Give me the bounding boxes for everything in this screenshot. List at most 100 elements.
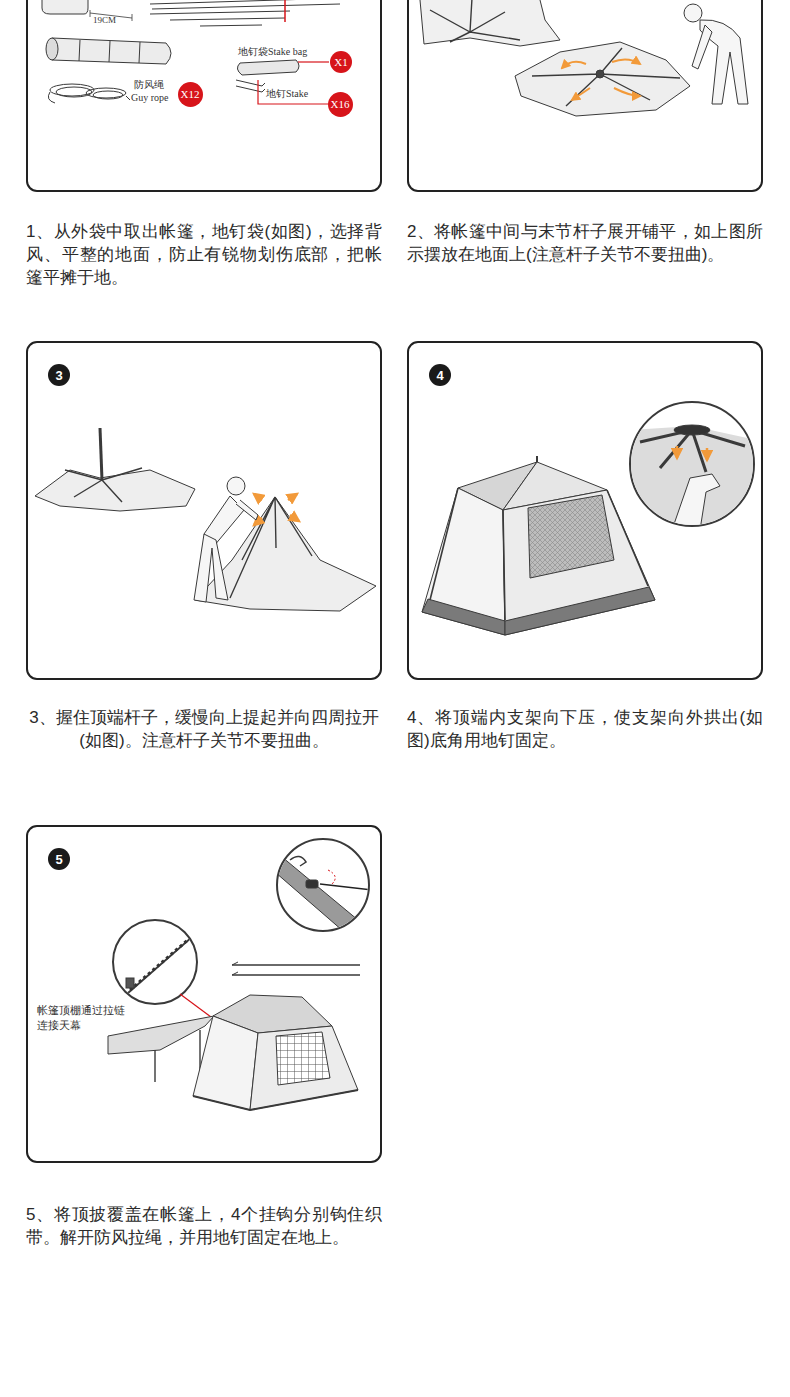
fly-tent-illustration bbox=[155, 1030, 200, 1090]
flat-tent-illustration bbox=[612, 59, 640, 64]
raising-tent-illustration bbox=[227, 477, 245, 495]
step-panel: 5、将顶披覆盖在帐篷上，4个挂钩分别钩住织带。解开防风拉绳，并用地钉固定在地上。… bbox=[26, 825, 382, 1249]
step-number-text: 5 bbox=[55, 853, 62, 866]
fly-tent-illustration bbox=[290, 856, 306, 866]
step-number-text: 3 bbox=[55, 369, 62, 382]
callout-note: 帐篷顶棚通过拉链 连接天幕 bbox=[37, 1003, 129, 1033]
step-caption: 1、从外袋中取出帐篷，地钉袋(如图)，选择背风、平整的地面，防止有锐物划伤底部，… bbox=[26, 220, 382, 289]
flat-tent-illustration bbox=[692, 25, 712, 69]
fly-tent-illustration bbox=[193, 1090, 358, 1110]
quantity-badge: X12 bbox=[178, 82, 203, 107]
fly-tent-illustration bbox=[108, 1016, 214, 1054]
raising-tent-illustration bbox=[195, 497, 376, 611]
quantity-badge: X1 bbox=[330, 51, 352, 73]
standing-tent-illustration bbox=[630, 425, 756, 530]
panel-frame bbox=[407, 0, 763, 192]
flat-tent-illustration bbox=[684, 4, 702, 22]
raising-tent-illustration bbox=[194, 534, 228, 602]
part-label: 19CM bbox=[93, 15, 116, 26]
parts-illustration bbox=[42, 0, 88, 14]
flat-tent-illustration bbox=[572, 88, 590, 100]
parts-illustration bbox=[42, 0, 345, 104]
fly-tent-illustration bbox=[232, 962, 238, 975]
part-label: 地钉袋Stake bag bbox=[238, 46, 307, 58]
step-panel: 3、握住顶端杆子，缓慢向上提起并向四周拉开(如图)。注意杆子关节不要扭曲。 3 bbox=[26, 341, 382, 752]
part-label: 防风绳 bbox=[134, 79, 164, 91]
standing-tent-illustration bbox=[422, 599, 505, 635]
flat-tent-illustration bbox=[562, 62, 586, 68]
parts-illustration bbox=[86, 88, 126, 98]
part-label: 地钉Stake bbox=[266, 88, 308, 100]
standing-tent-illustration bbox=[674, 425, 710, 435]
step-panel: 2、将帐篷中间与末节杆子展开铺平，如上图所示摆放在地面上(注意杆子关节不要扭曲)… bbox=[407, 0, 763, 266]
flat-tent-illustration bbox=[430, 0, 520, 42]
standing-tent-illustration bbox=[528, 495, 614, 578]
raising-tent-illustration bbox=[100, 428, 102, 480]
panel-frame bbox=[407, 341, 763, 680]
part-label: Guy rope bbox=[131, 92, 169, 104]
quantity-text: X12 bbox=[181, 89, 200, 100]
standing-tent-illustration bbox=[430, 488, 648, 620]
parts-illustration bbox=[93, 91, 123, 99]
parts-illustration bbox=[48, 92, 130, 103]
parts-illustration bbox=[298, 61, 329, 62]
step-caption: 5、将顶披覆盖在帐篷上，4个挂钩分别钩住织带。解开防风拉绳，并用地钉固定在地上。 bbox=[26, 1203, 382, 1249]
parts-illustration bbox=[284, 0, 286, 22]
fly-tent-illustration bbox=[328, 870, 335, 884]
flat-tent-illustration bbox=[614, 88, 640, 96]
flat-tent-illustration bbox=[420, 0, 560, 46]
standing-tent-illustration bbox=[536, 456, 538, 462]
raising-tent-illustration bbox=[236, 500, 258, 520]
quantity-text: X1 bbox=[334, 57, 347, 68]
fly-tent-illustration bbox=[126, 978, 134, 988]
step-panel: 1、从外袋中取出帐篷，地钉袋(如图)，选择背风、平整的地面，防止有锐物划伤底部，… bbox=[26, 0, 382, 289]
fly-tent-illustration bbox=[306, 880, 318, 888]
step-caption: 2、将帐篷中间与末节杆子展开铺平，如上图所示摆放在地面上(注意杆子关节不要扭曲)… bbox=[407, 220, 763, 266]
parts-illustration bbox=[258, 80, 329, 104]
standing-tent-illustration bbox=[630, 426, 756, 530]
raising-tent-illustration bbox=[288, 494, 297, 500]
fly-tent-illustration bbox=[130, 938, 190, 990]
parts-illustration bbox=[150, 0, 345, 26]
parts-illustration bbox=[79, 40, 140, 63]
standing-tent-illustration bbox=[676, 446, 679, 458]
standing-tent-illustration bbox=[672, 474, 720, 530]
raising-tent-illustration bbox=[65, 468, 142, 502]
step-number: 5 bbox=[48, 848, 70, 870]
standing-tent-illustration bbox=[503, 490, 655, 635]
standing-tent-illustration bbox=[640, 430, 745, 472]
raising-tent-illustration bbox=[35, 428, 376, 611]
flat-tent-illustration bbox=[420, 0, 748, 116]
panel-frame bbox=[26, 341, 382, 680]
standing-tent-illustration bbox=[706, 448, 709, 460]
fly-tent-illustration bbox=[193, 1016, 258, 1110]
flat-tent-illustration bbox=[596, 70, 604, 78]
quantity-badge: X16 bbox=[328, 92, 353, 117]
raising-tent-illustration bbox=[254, 494, 262, 500]
flat-tent-illustration bbox=[515, 42, 690, 116]
parts-illustration bbox=[237, 60, 299, 75]
fly-tent-illustration bbox=[108, 839, 372, 1110]
raising-tent-illustration bbox=[290, 515, 299, 521]
panel-frame bbox=[26, 825, 382, 1163]
step-panel: 4、将顶端内支架向下压，使支架向外拱出(如图)底角用地钉固定。 4 bbox=[407, 341, 763, 752]
fly-tent-illustration bbox=[113, 920, 197, 1004]
flat-tent-illustration bbox=[532, 48, 680, 106]
panel-frame bbox=[26, 0, 382, 192]
standing-tent-illustration bbox=[422, 488, 505, 635]
step-caption: 3、握住顶端杆子，缓慢向上提起并向四周拉开(如图)。注意杆子关节不要扭曲。 bbox=[26, 706, 382, 752]
step-number: 4 bbox=[429, 364, 451, 386]
parts-illustration bbox=[46, 38, 58, 60]
parts-illustration bbox=[47, 38, 171, 64]
parts-illustration bbox=[50, 84, 94, 96]
standing-tent-illustration bbox=[505, 587, 655, 635]
parts-illustration bbox=[236, 80, 265, 92]
step-caption: 4、将顶端内支架向下压，使支架向外拱出(如图)底角用地钉固定。 bbox=[407, 706, 763, 752]
fly-tent-illustration bbox=[268, 852, 372, 944]
fly-tent-illustration bbox=[250, 1026, 358, 1110]
step-number-text: 4 bbox=[436, 369, 443, 382]
fly-tent-illustration bbox=[120, 930, 200, 1000]
